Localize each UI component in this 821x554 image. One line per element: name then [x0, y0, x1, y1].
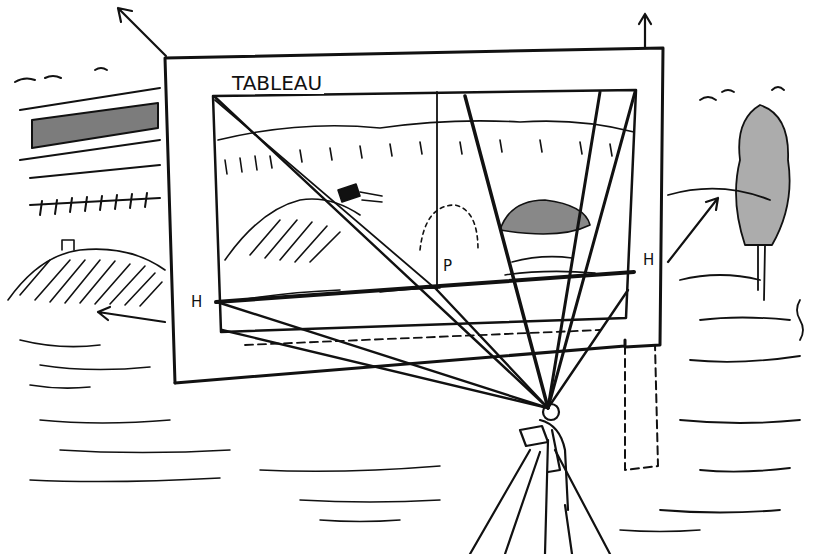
- visual-rays: [215, 92, 635, 408]
- observer-figure: [470, 404, 610, 554]
- picture-frame: [165, 48, 663, 470]
- horizon-line: [216, 272, 634, 302]
- building-sketch: [15, 68, 160, 215]
- frame-title: TABLEAU: [230, 72, 324, 94]
- principal-vertical: [436, 92, 438, 290]
- tree-sketch: [660, 87, 803, 513]
- horizon-letter: H: [189, 294, 204, 311]
- point-letter: P: [441, 258, 454, 275]
- ground-sketch: [30, 420, 700, 532]
- direction-arrows: [98, 8, 718, 322]
- horizon-letter: H: [641, 252, 656, 269]
- hill-sketch: [8, 240, 165, 388]
